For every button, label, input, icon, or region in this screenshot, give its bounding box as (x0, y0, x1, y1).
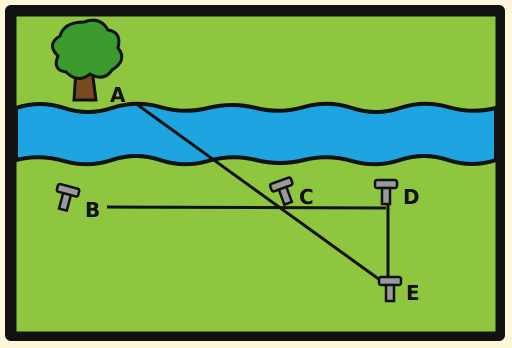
stake-icon-e (377, 275, 403, 303)
tree-icon (51, 18, 124, 102)
stake-icon-c (268, 176, 294, 207)
line-b-d (106, 205, 387, 210)
stake-icon-d (373, 178, 399, 206)
point-label-a: A (110, 83, 126, 107)
point-label-b: B (85, 198, 100, 222)
point-label-c: C (299, 185, 314, 209)
point-label-d: D (403, 185, 420, 209)
tree-canopy (51, 18, 124, 80)
point-label-e: E (406, 281, 420, 305)
stake-icon-b (55, 182, 81, 213)
river (14, 101, 498, 167)
line-a-e (134, 101, 388, 287)
